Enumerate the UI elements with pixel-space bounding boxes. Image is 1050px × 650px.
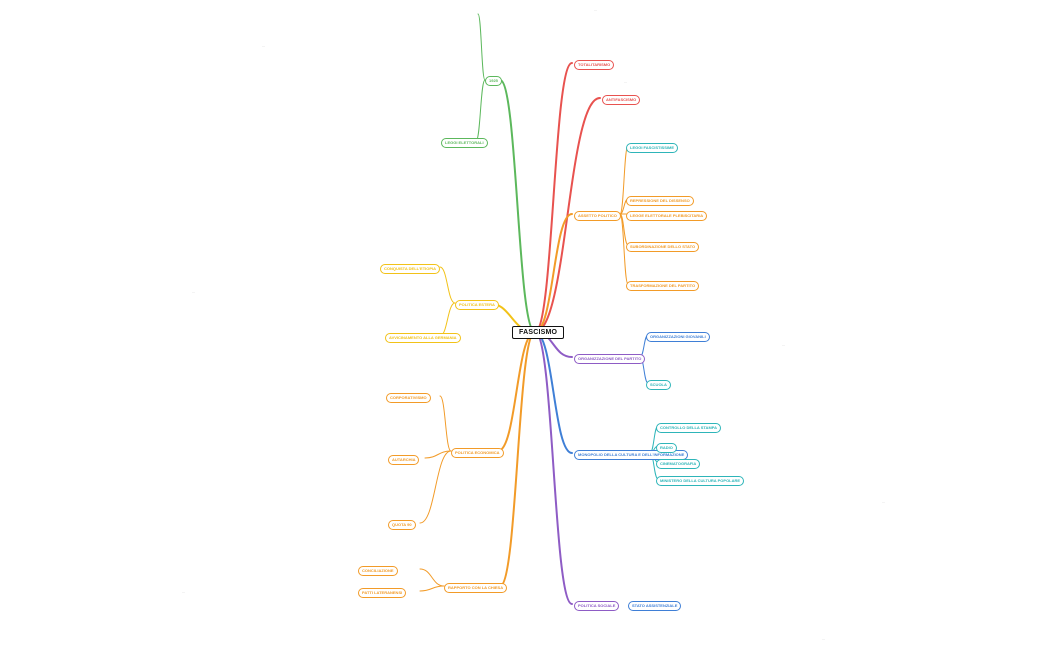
subtopic-conciliazione[interactable]: CONCILIAZIONE [358, 566, 398, 576]
topic-politica-estera[interactable]: POLITICA ESTERA [455, 300, 499, 310]
leaf-note: … [624, 80, 627, 84]
branch-politica-sociale [534, 331, 573, 605]
leaf-note: … [594, 8, 597, 12]
branch-1925 [499, 79, 536, 333]
subtopic-patti-lateranensi[interactable]: PATTI LATERANENSI [358, 588, 407, 598]
leaf-note: … [782, 343, 785, 347]
branch-corporativismo [439, 395, 452, 452]
subtopic-organizzazioni-giovanili[interactable]: ORGANIZZAZIONI GIOVANILI [646, 332, 710, 342]
branch-totalitarismo [534, 62, 573, 333]
branch-patti [419, 585, 445, 592]
leaf-note: … [882, 500, 885, 504]
branch-autarchia [424, 450, 452, 459]
branch-quota90 [419, 450, 452, 524]
subtopic-subordinazione-stato[interactable]: SUBORDINAZIONE DELLO STATO [626, 242, 700, 252]
subtopic-cinematografia[interactable]: CINEMATOGRAFIA [656, 459, 701, 469]
topic-antifascismo[interactable]: ANTIFASCISMO [602, 95, 641, 105]
branch-1925-a [477, 13, 486, 81]
subtopic-repressione-dissenso[interactable]: REPRESSIONE DEL DISSENSO [626, 196, 694, 206]
topic-totalitarismo[interactable]: TOTALITARISMO [574, 60, 615, 70]
branch-germania [439, 302, 456, 337]
branch-monopolio-cultura [534, 331, 573, 454]
branch-conciliazione [419, 568, 445, 587]
topic-monopolio-cultura[interactable]: MONOPOLIO DELLA CULTURA E DELL'INFORMAZI… [574, 450, 689, 460]
topic-politica-economica[interactable]: POLITICA ECONOMICA [451, 448, 504, 458]
topic-rapporto-chiesa[interactable]: RAPPORTO CON LA CHIESA [444, 583, 508, 593]
leaf-note: … [192, 290, 195, 294]
branch-etiopia [439, 266, 456, 304]
branch-rapporto-chiesa [499, 331, 536, 587]
subtopic-quota-90[interactable]: QUOTA 90 [388, 520, 416, 530]
leaf-note: … [822, 637, 825, 641]
topic-1925[interactable]: 1925 [485, 76, 502, 86]
topic-assetto-politico[interactable]: ASSETTO POLITICO [574, 211, 621, 221]
topic-organizzazione-partito[interactable]: ORGANIZZAZIONE DEL PARTITO [574, 354, 646, 364]
subtopic-conquista-etiopia[interactable]: CONQUISTA DELL'ETIOPIA [380, 264, 441, 274]
subtopic-stato-assistenziale[interactable]: STATO ASSISTENZIALE [628, 601, 682, 611]
topic-politica-sociale[interactable]: POLITICA SOCIALE [574, 601, 620, 611]
subtopic-corporativismo[interactable]: CORPORATIVISMO [386, 393, 431, 403]
leaf-note: … [182, 590, 185, 594]
subtopic-controllo-stampa[interactable]: CONTROLLO DELLA STAMPA [656, 423, 722, 433]
subtopic-avvicinamento-germania[interactable]: AVVICINAMENTO ALLA GERMANIA [385, 333, 461, 343]
subtopic-minculpop[interactable]: MINISTERO DELLA CULTURA POPOLARE [656, 476, 745, 486]
central-topic[interactable]: FASCISMO [512, 326, 565, 339]
subtopic-legge-plebiscitaria[interactable]: LEGGE ELETTORALE PLEBISCITARIA [626, 211, 708, 221]
branch-politica-economica [497, 331, 536, 452]
branch-leggi-elettorali [475, 79, 486, 142]
branch-antifascismo [534, 97, 601, 333]
branch-assetto-politico [534, 213, 573, 333]
subtopic-trasformazione-partito[interactable]: TRASFORMAZIONE DEL PARTITO [626, 281, 700, 291]
subtopic-radio[interactable]: RADIO [656, 443, 677, 453]
subtopic-leggi-fascistissime[interactable]: LEGGI FASCISTISSIME [626, 143, 679, 153]
subtopic-scuola[interactable]: SCUOLA [646, 380, 671, 390]
subtopic-leggi-elettorali[interactable]: LEGGI ELETTORALI [441, 138, 488, 148]
leaf-note: … [262, 44, 265, 48]
subtopic-autarchia[interactable]: AUTARCHIA [388, 455, 420, 465]
